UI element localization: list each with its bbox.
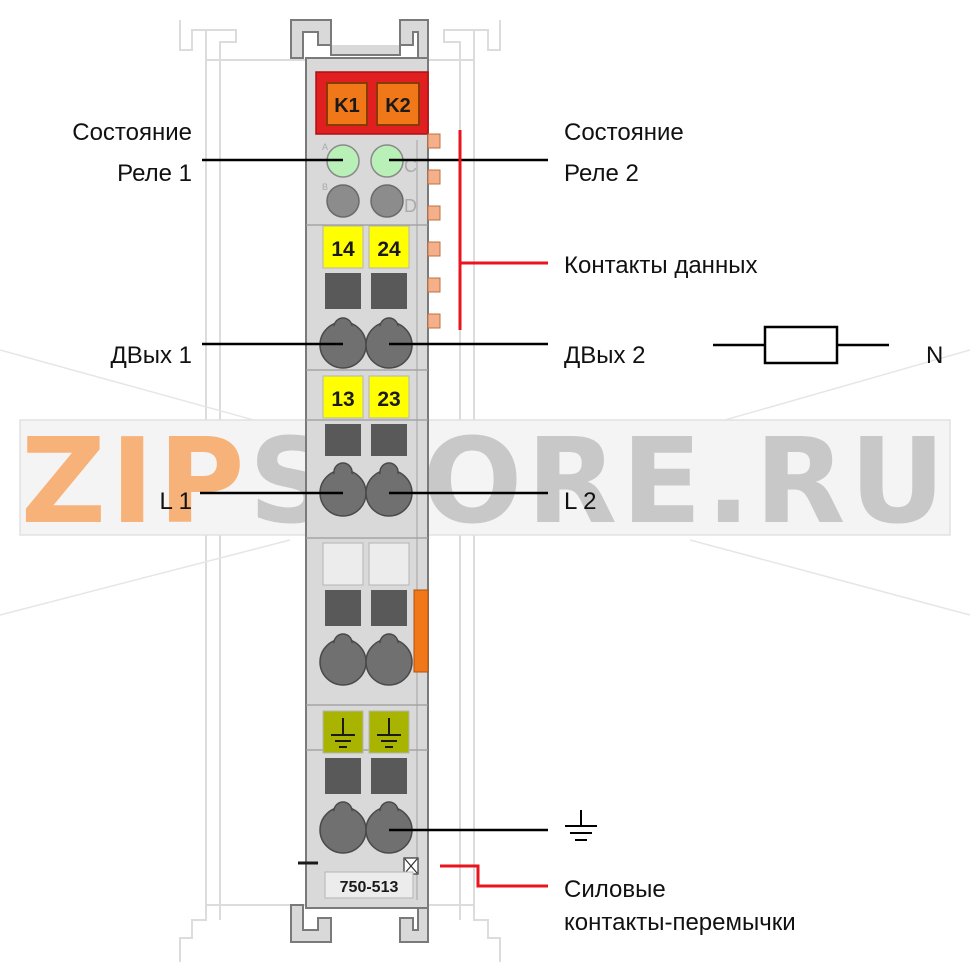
label-power-jumper-line1: Силовые bbox=[564, 876, 666, 903]
bottom-rail-clip bbox=[290, 904, 332, 943]
terminal-label-23 bbox=[368, 375, 410, 419]
release-button bbox=[371, 273, 407, 309]
red-leader-lines bbox=[440, 130, 548, 888]
label-status-relay2-line1: Состояние bbox=[564, 119, 684, 146]
ground-icon bbox=[377, 718, 401, 748]
release-button bbox=[325, 758, 361, 794]
bottom-rail-clip-right bbox=[399, 904, 429, 943]
label-l2: L 2 bbox=[564, 488, 596, 515]
clamp-slot bbox=[365, 633, 413, 686]
power-contact-orange bbox=[413, 589, 429, 673]
background-diagonal-lines bbox=[0, 349, 970, 616]
led-letter-a: A bbox=[322, 142, 328, 152]
led-b bbox=[326, 184, 360, 218]
led-d bbox=[370, 184, 404, 218]
label-neutral: N bbox=[926, 342, 943, 369]
label-status-relay2-line2: Реле 2 bbox=[564, 160, 639, 187]
led-letter-b: B bbox=[322, 182, 328, 192]
watermark: ZIPSTORE.RU bbox=[19, 412, 951, 550]
switch-k1-label: K1 bbox=[334, 95, 360, 117]
watermark-text: ZIPSTORE.RU bbox=[21, 412, 950, 550]
watermark-frame bbox=[19, 419, 951, 536]
clamp-slot bbox=[319, 633, 367, 686]
terminal-label-24 bbox=[368, 225, 410, 269]
power-jumper-leader bbox=[440, 864, 548, 888]
terminal-label-blank bbox=[368, 542, 410, 586]
top-rail-clip-right bbox=[399, 19, 429, 59]
watermark-part1: ZIP bbox=[21, 412, 249, 550]
top-rail-bridge bbox=[330, 45, 401, 56]
led-letter-d: D bbox=[404, 196, 417, 216]
terminal-label-13 bbox=[322, 375, 364, 419]
label-output1: ДВых 1 bbox=[110, 342, 192, 369]
part-number: 750-513 bbox=[340, 879, 399, 896]
terminal-label-blank bbox=[322, 542, 364, 586]
release-button bbox=[325, 590, 361, 626]
terminal-label-14-text: 14 bbox=[331, 238, 355, 261]
release-button bbox=[371, 590, 407, 626]
label-l1: L 1 bbox=[160, 488, 192, 515]
label-power-jumper-line2: контакты-перемычки bbox=[564, 909, 796, 936]
load-resistor-symbol bbox=[713, 325, 889, 365]
terminal-label-13-text: 13 bbox=[331, 388, 354, 411]
terminal-label-14 bbox=[322, 225, 364, 269]
release-button bbox=[371, 424, 407, 456]
release-button bbox=[325, 424, 361, 456]
top-rail-clip bbox=[290, 19, 332, 59]
data-contact-pins bbox=[427, 133, 441, 329]
label-status-relay1-line1: Состояние bbox=[72, 119, 192, 146]
ground-symbol-icon bbox=[565, 810, 597, 841]
annotation-labels: Состояние Реле 1 Состояние Реле 2 Контак… bbox=[72, 119, 943, 936]
switch-k2-label: K2 bbox=[385, 95, 411, 117]
io-module: K1 K2 A B C D 14 bbox=[290, 19, 441, 943]
terminal-label-24-text: 24 bbox=[377, 238, 401, 261]
leader-lines bbox=[200, 158, 548, 832]
label-data-contacts: Контакты данных bbox=[564, 252, 757, 279]
terminal-label-23-text: 23 bbox=[377, 388, 400, 411]
switch-k1 bbox=[326, 82, 368, 126]
release-button bbox=[371, 758, 407, 794]
label-status-relay1-line2: Реле 1 bbox=[117, 160, 192, 187]
ground-icon bbox=[331, 718, 355, 748]
part-number-plate bbox=[324, 871, 414, 899]
switch-k2 bbox=[376, 82, 420, 126]
label-output2: ДВых 2 bbox=[564, 342, 646, 369]
release-button bbox=[325, 273, 361, 309]
